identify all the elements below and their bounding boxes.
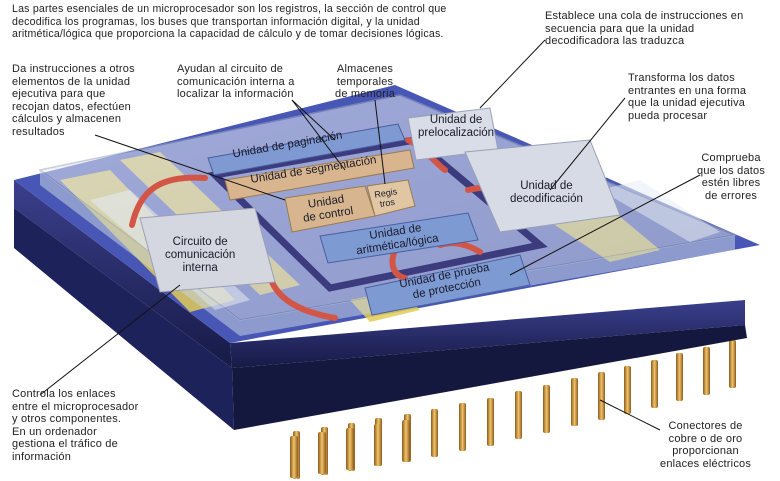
unit-label-registers: Regis tros	[373, 186, 398, 210]
unit-label-interface: Circuito de comunicación interna	[165, 236, 236, 274]
interface-block	[139, 207, 276, 293]
chip-side-left	[14, 180, 232, 368]
unit-label-prefetch: Unidad de prelocalización	[418, 114, 495, 139]
decode-block	[464, 139, 621, 233]
core-frame	[207, 136, 548, 292]
paging-unit-block	[207, 123, 406, 176]
test-unit-block	[364, 254, 531, 316]
annotation-prefetch: Establece una cola de instrucciones en s…	[545, 10, 744, 47]
leader-lines	[39, 39, 701, 431]
alu-block	[319, 212, 479, 264]
annotation-control: Da instrucciones a otros elementos de la…	[12, 63, 135, 138]
annotation-decode: Transforma los datos entrantes en una fo…	[628, 72, 747, 122]
registers-block	[366, 179, 416, 217]
annotation-pins: Conectores de cobre o de oro proporciona…	[660, 420, 752, 470]
annotation-registers: Almacenes temporales de memoria	[335, 63, 396, 100]
annotation-communication: Ayudan al circuito de comunicación inter…	[177, 63, 295, 100]
annotation-bus: Controla los enlaces entre el microproce…	[12, 388, 139, 463]
pin-row-front	[290, 420, 410, 478]
intro-text: Las partes esenciales de un microprocesa…	[12, 3, 447, 40]
chip-side-front	[230, 300, 745, 368]
annotation-test: Comprueba que los datos estén libres de …	[697, 152, 766, 202]
unit-label-decode: Unidad de decodificación	[510, 180, 583, 205]
segmentation-unit-block	[224, 149, 415, 201]
